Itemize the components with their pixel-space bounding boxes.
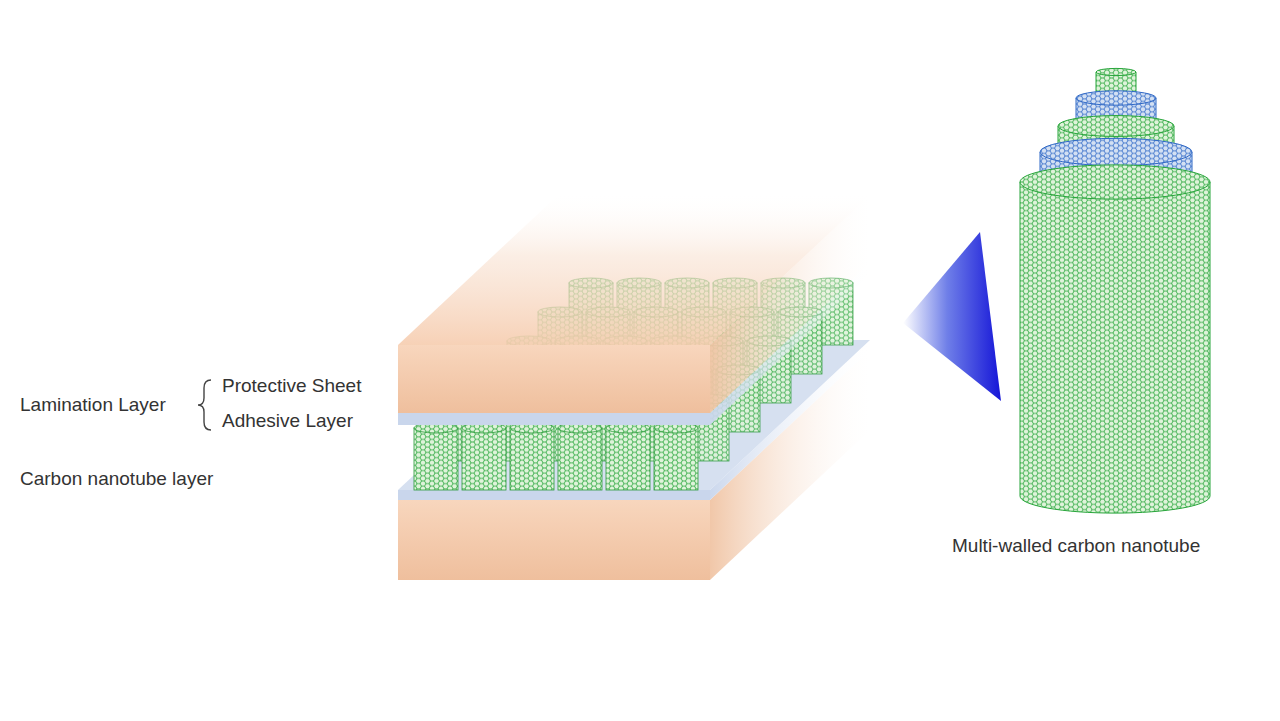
figure-caption-label: Multi-walled carbon nanotube <box>952 535 1200 557</box>
wall-rim <box>1058 116 1174 137</box>
nanotube-body <box>606 428 650 490</box>
nanotube-cylinder <box>558 423 602 490</box>
nanotube-body <box>510 428 554 490</box>
bottom-protective-sheet-front <box>398 500 710 580</box>
part-label: Carbon nanotube layer <box>20 468 213 490</box>
curly-brace <box>198 380 211 430</box>
wall-rim <box>1040 138 1192 165</box>
multi-walled-nanotube <box>1020 68 1210 513</box>
laminate-stack <box>398 195 870 580</box>
nanotube-cylinder <box>606 423 650 490</box>
top-protective-sheet-side <box>710 195 870 413</box>
part-label: Protective Sheet <box>222 375 361 397</box>
nanotube-cylinder <box>414 423 458 490</box>
layer-group-label: Lamination Layer <box>20 394 166 416</box>
nanotube-body <box>462 428 506 490</box>
bottom-adhesive-layer-front <box>398 490 710 500</box>
wall-rim <box>1020 165 1210 199</box>
nanotube-wall <box>1020 165 1210 513</box>
zoom-triangle <box>903 232 1001 401</box>
nanotube-body <box>558 428 602 490</box>
nanotube-cylinder <box>654 423 698 490</box>
wall-rim <box>1096 68 1136 75</box>
top-protective-sheet <box>398 195 870 413</box>
wall-body <box>1020 182 1210 513</box>
top-adhesive-layer-front <box>398 413 710 425</box>
part-label: Adhesive Layer <box>222 410 353 432</box>
nanotube-body <box>654 428 698 490</box>
nanotube-cylinder <box>510 423 554 490</box>
nanotube-body <box>414 428 458 490</box>
nanotube-cylinder <box>462 423 506 490</box>
top-protective-sheet-front <box>398 345 710 413</box>
wall-rim <box>1076 91 1156 105</box>
